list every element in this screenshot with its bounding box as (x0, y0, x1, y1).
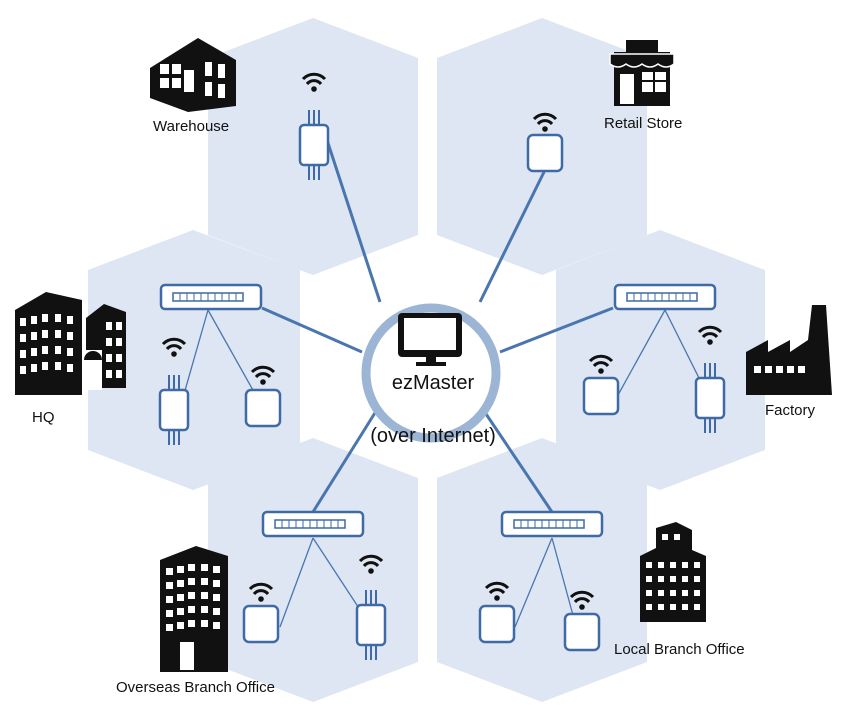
office-building-icon (15, 292, 126, 395)
factory-icon (746, 305, 832, 395)
site-label-warehouse: Warehouse (153, 118, 230, 135)
site-label-local-branch: Local Branch Office (614, 641, 745, 658)
site-label-overseas-branch: Overseas Branch Office (116, 679, 275, 696)
hex-local (437, 438, 647, 702)
link-factory (499, 306, 614, 354)
ezmaster-label: ezMaster (391, 372, 475, 394)
site-label-hq: HQ (32, 409, 55, 426)
warehouse-icon (150, 38, 236, 112)
switch-icon (613, 283, 717, 311)
site-label-retail-store: Retail Store (604, 115, 683, 132)
link-retail (478, 169, 547, 303)
access-point-icon (563, 612, 601, 652)
monitor-icon (398, 313, 462, 366)
tower-building-icon (160, 546, 228, 672)
hex-factory (556, 230, 765, 490)
link-hq (261, 306, 363, 354)
ezmaster-subtitle: (over Internet) (370, 425, 496, 447)
switch-icon (500, 510, 604, 538)
ezmaster-hub (361, 303, 501, 443)
store-icon (609, 40, 675, 106)
link-local (480, 407, 554, 513)
switch-icon (261, 510, 365, 538)
link-warehouse (325, 139, 382, 303)
uplinks (261, 139, 614, 513)
access-point-icon (526, 133, 564, 173)
access-point-icon (478, 604, 516, 644)
switch-icon (159, 283, 263, 311)
access-point-icon (244, 388, 282, 428)
stepped-building-icon (640, 522, 706, 622)
site-label-factory: Factory (765, 402, 816, 419)
access-point-icon (582, 376, 620, 416)
link-overseas (311, 407, 380, 513)
access-point-icon (242, 604, 280, 644)
hex-overseas (208, 438, 418, 702)
